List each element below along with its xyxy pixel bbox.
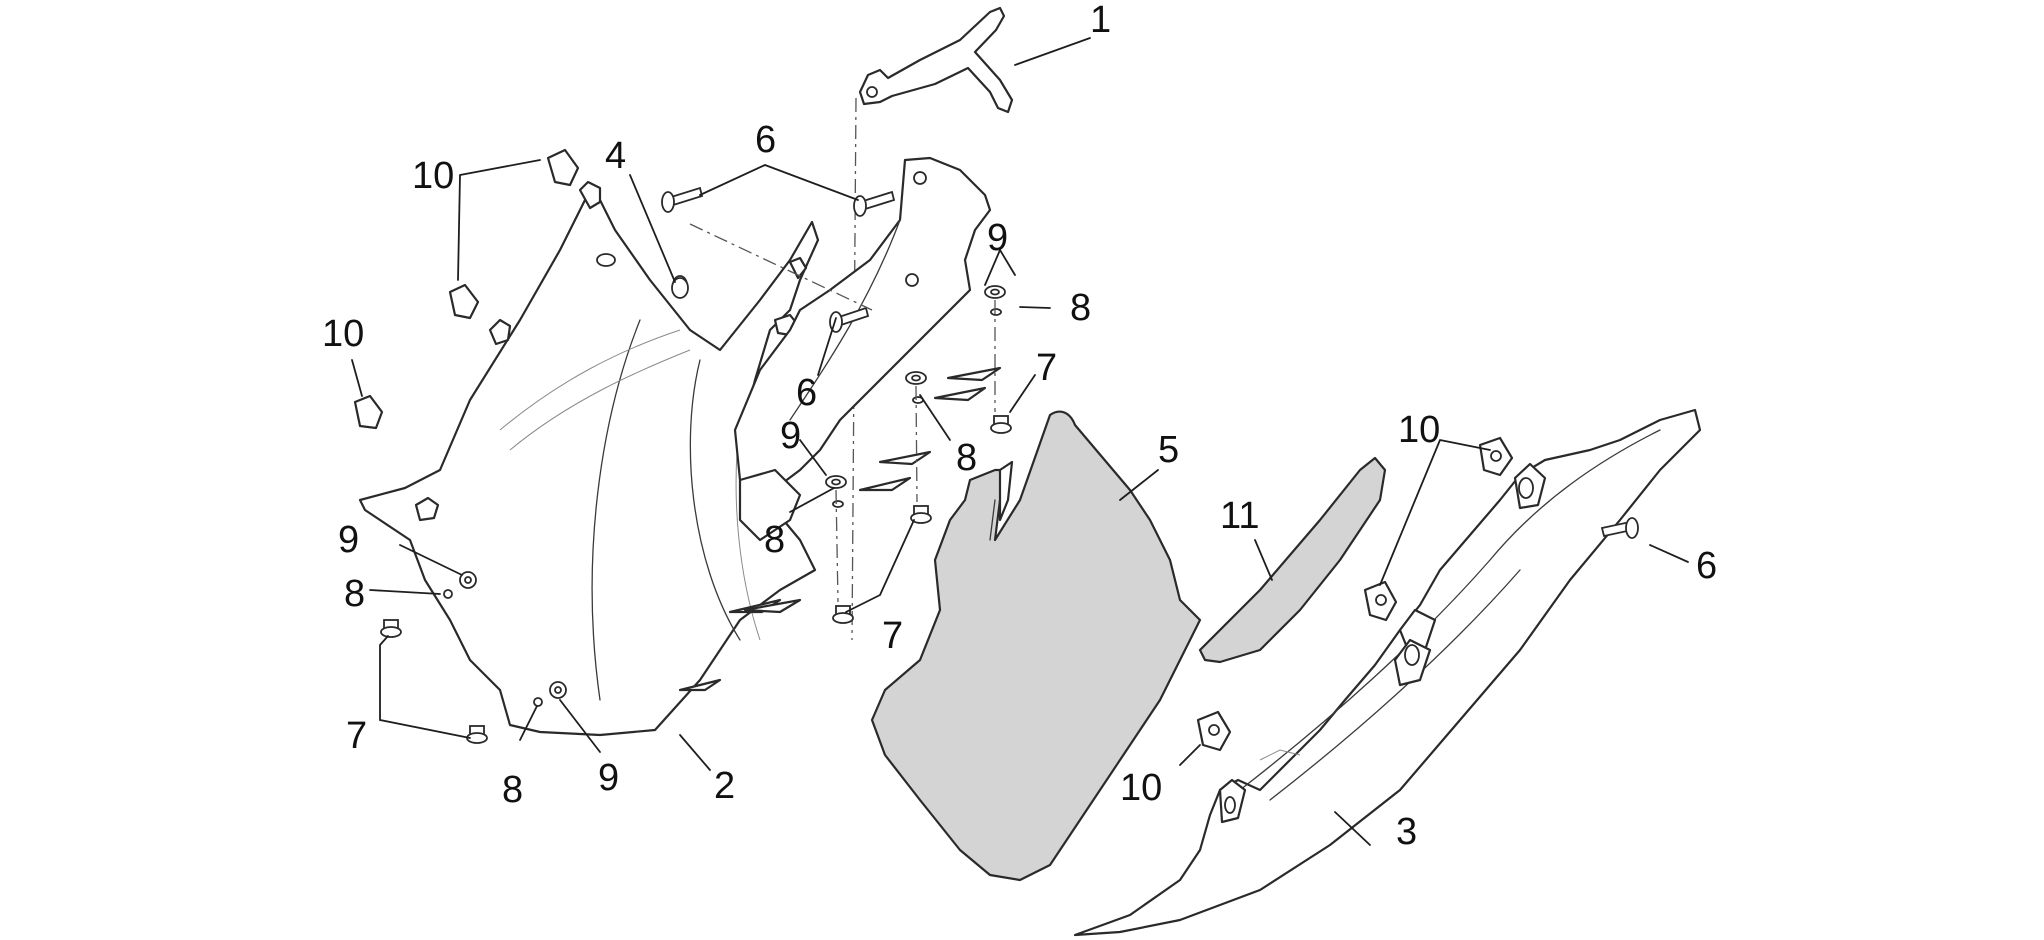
part-5-grey-panel bbox=[870, 410, 1202, 882]
callout-6-right: 6 bbox=[1696, 545, 1717, 587]
hardware-clips bbox=[353, 148, 1514, 752]
callout-10-top: 10 bbox=[412, 155, 454, 197]
callout-4: 4 bbox=[605, 135, 626, 177]
callout-10-bottom: 10 bbox=[1120, 767, 1162, 809]
callout-2: 2 bbox=[714, 765, 735, 807]
hardware-screws-6 bbox=[661, 186, 1639, 539]
callout-7-mid: 7 bbox=[882, 615, 903, 657]
callout-10-left: 10 bbox=[322, 313, 364, 355]
callout-6-mid: 6 bbox=[796, 372, 817, 414]
callout-3: 3 bbox=[1396, 811, 1417, 853]
callout-8-upper-right: 8 bbox=[1070, 287, 1091, 329]
callout-labels: 1 6 4 10 10 9 8 6 7 8 9 8 7 9 8 7 8 9 2 … bbox=[322, 0, 1717, 853]
callout-9-mid: 9 bbox=[780, 415, 801, 457]
callout-8-mid: 8 bbox=[956, 437, 977, 479]
callout-8-bottom: 8 bbox=[502, 769, 523, 811]
callout-1: 1 bbox=[1090, 0, 1111, 41]
hardware-bolts-7 bbox=[380, 415, 1012, 744]
callout-10-right: 10 bbox=[1398, 409, 1440, 451]
callout-6-top: 6 bbox=[755, 119, 776, 161]
callout-11: 11 bbox=[1220, 495, 1259, 537]
hardware-washers bbox=[443, 285, 1006, 707]
callout-8-lower-mid: 8 bbox=[764, 519, 785, 561]
callout-9-left: 9 bbox=[338, 519, 359, 561]
part-inner-side-panel bbox=[733, 156, 1002, 614]
callout-9-upper-right: 9 bbox=[987, 217, 1008, 259]
leader-lines bbox=[351, 37, 1689, 846]
callout-7-left: 7 bbox=[346, 715, 367, 757]
part-11-strip bbox=[1198, 456, 1387, 664]
callout-7-upper-right: 7 bbox=[1036, 347, 1057, 389]
callout-5: 5 bbox=[1158, 429, 1179, 471]
part-3-belly-pan bbox=[1073, 408, 1702, 937]
hardware-stud-4 bbox=[671, 277, 689, 299]
callout-8-left: 8 bbox=[344, 573, 365, 615]
callout-9-bottom: 9 bbox=[598, 757, 619, 799]
